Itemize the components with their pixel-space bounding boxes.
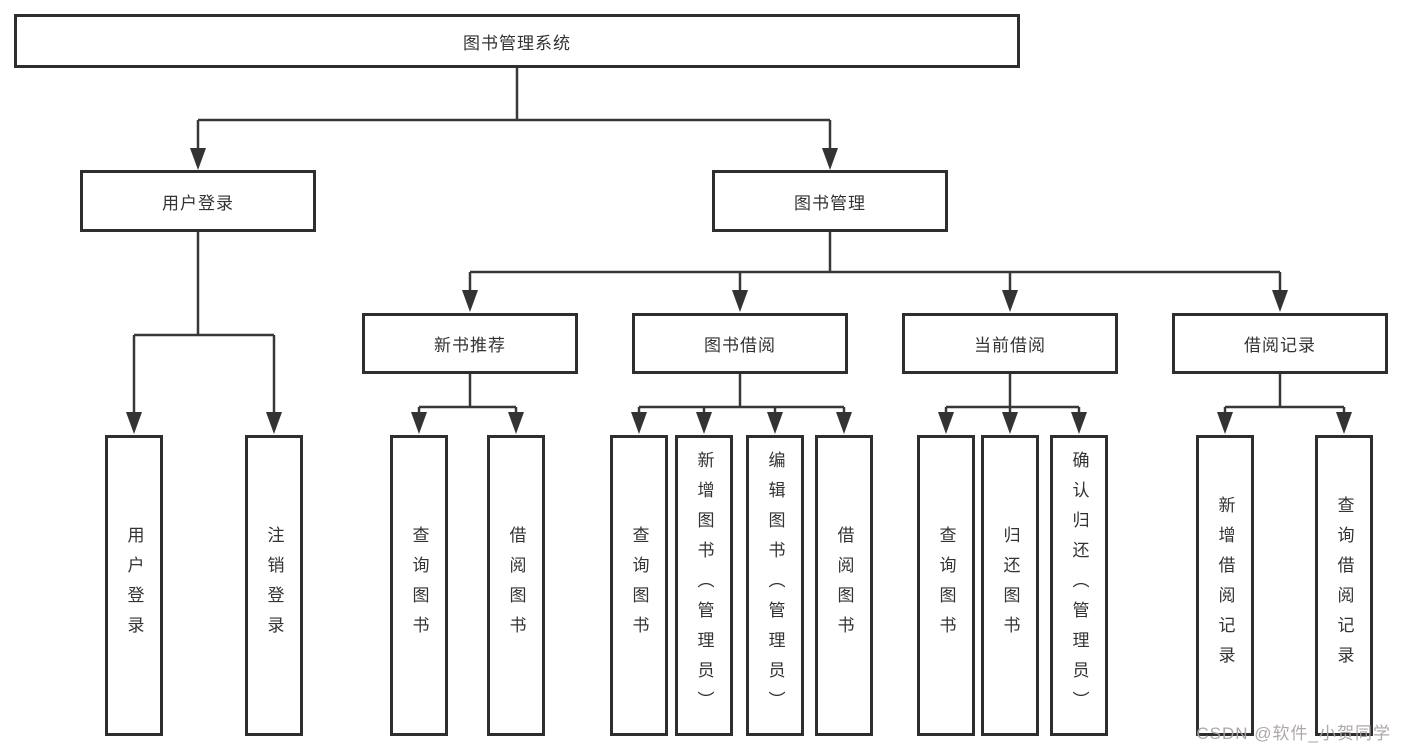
- leaf-label: 注销登录: [264, 525, 284, 646]
- leaf-label: 归还图书: [1000, 525, 1020, 646]
- leaf-label: 确认归还（管理员）: [1069, 450, 1089, 721]
- leaf-user-login: 用户登录: [105, 435, 163, 736]
- leaf-query-books-recommend: 查询图书: [390, 435, 448, 736]
- leaf-label: 用户登录: [124, 525, 144, 646]
- leaf-label: 编辑图书（管理员）: [765, 450, 785, 721]
- leaf-label: 借阅图书: [506, 525, 526, 646]
- leaf-borrow-books-recommend: 借阅图书: [487, 435, 545, 736]
- leaf-logout: 注销登录: [245, 435, 303, 736]
- node-borrow-records: 借阅记录: [1172, 313, 1388, 374]
- node-root-library-system: 图书管理系统: [14, 14, 1020, 68]
- leaf-borrow-books: 借阅图书: [815, 435, 873, 736]
- node-book-borrow: 图书借阅: [632, 313, 848, 374]
- leaf-label: 借阅图书: [834, 525, 854, 646]
- leaf-label: 查询图书: [409, 525, 429, 646]
- leaf-confirm-return-admin: 确认归还（管理员）: [1050, 435, 1108, 736]
- node-user-login: 用户登录: [80, 170, 316, 232]
- leaf-query-books-borrow: 查询图书: [610, 435, 668, 736]
- leaf-query-books-current: 查询图书: [917, 435, 975, 736]
- leaf-add-books-admin: 新增图书（管理员）: [675, 435, 733, 736]
- leaf-label: 查询借阅记录: [1334, 495, 1354, 676]
- leaf-label: 查询图书: [936, 525, 956, 646]
- leaf-label: 新增图书（管理员）: [694, 450, 714, 721]
- node-new-book-recommend: 新书推荐: [362, 313, 578, 374]
- leaf-add-borrow-record: 新增借阅记录: [1196, 435, 1254, 736]
- leaf-label: 新增借阅记录: [1215, 495, 1235, 676]
- leaf-return-books: 归还图书: [981, 435, 1039, 736]
- leaf-label: 查询图书: [629, 525, 649, 646]
- watermark: CSDN @软件_小贺同学: [1196, 724, 1391, 743]
- leaf-edit-books-admin: 编辑图书（管理员）: [746, 435, 804, 736]
- node-book-management: 图书管理: [712, 170, 948, 232]
- node-current-borrow: 当前借阅: [902, 313, 1118, 374]
- leaf-query-borrow-record: 查询借阅记录: [1315, 435, 1373, 736]
